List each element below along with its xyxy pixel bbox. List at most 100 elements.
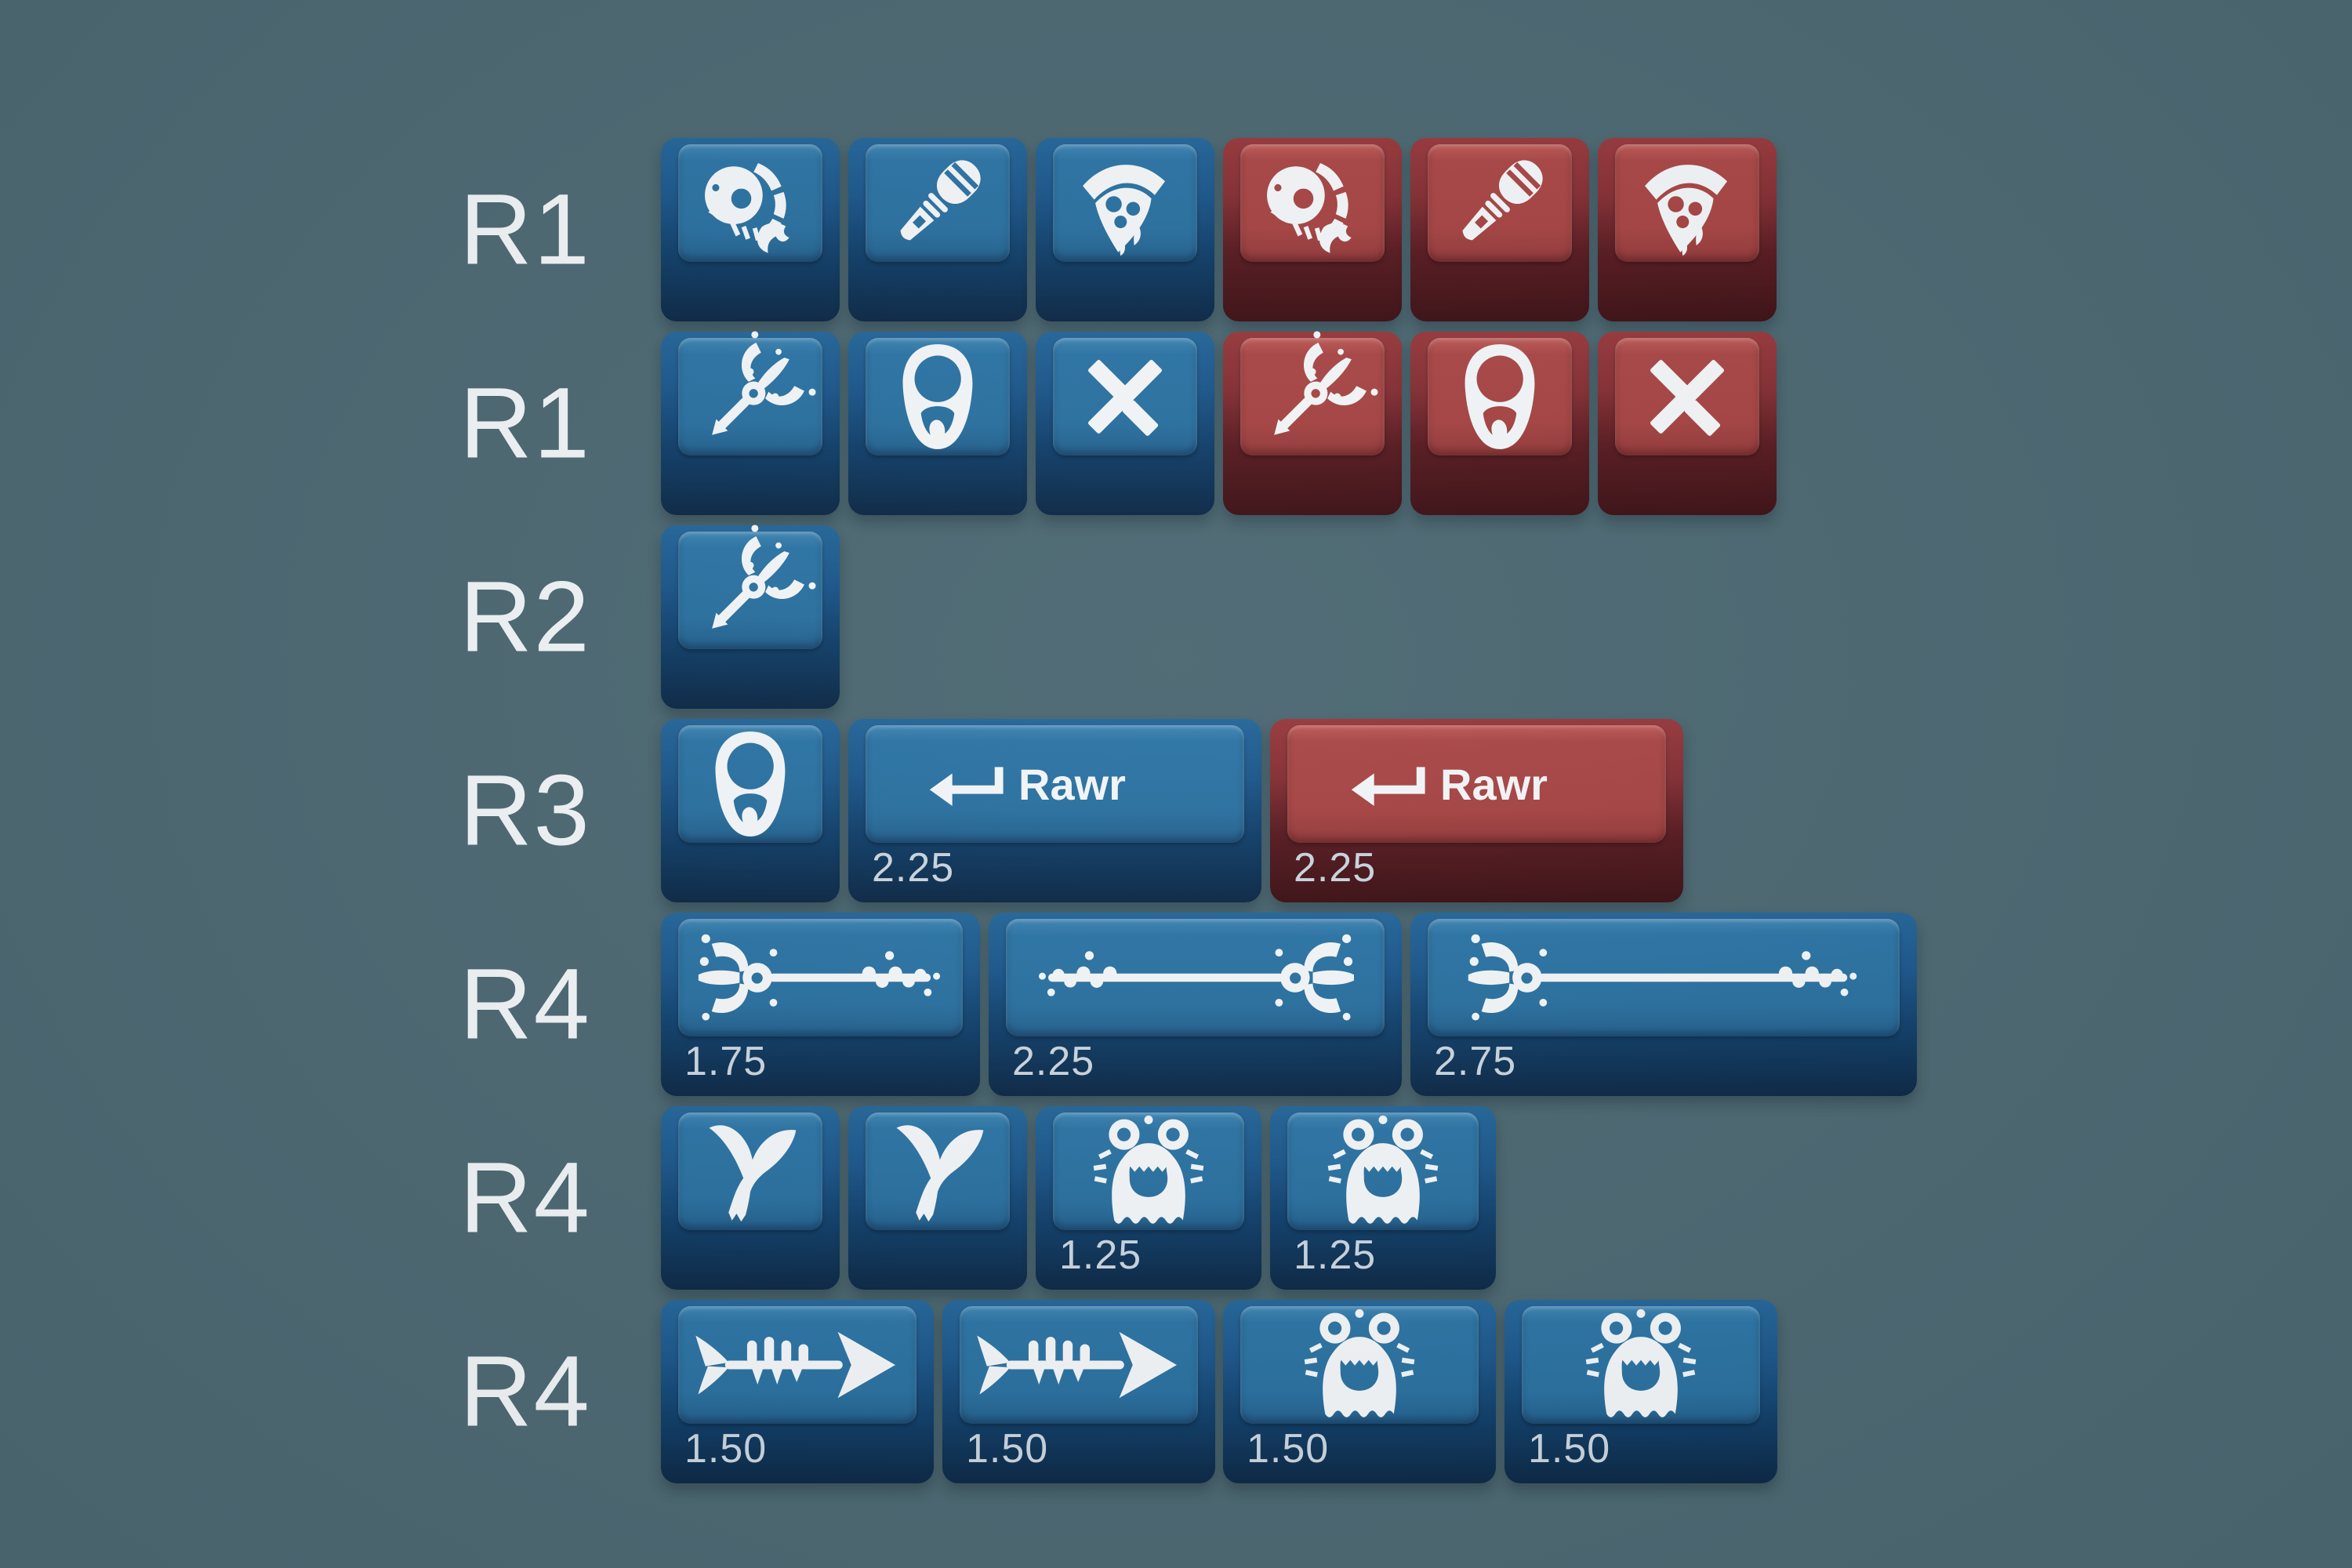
- keycap-top-face: Rawr: [1287, 725, 1666, 843]
- keycap-top-face: [678, 144, 822, 262]
- key-size-label: 2.25: [1294, 845, 1377, 891]
- keycap: 2.25: [989, 913, 1402, 1096]
- keycap-top-face: [1522, 1306, 1760, 1424]
- key-size-label: 2.25: [872, 845, 955, 891]
- keycap: [661, 331, 840, 515]
- whale-tail-icon: [695, 1116, 805, 1226]
- keycap-top-face: [1240, 331, 1385, 456]
- keycap: 2.75: [1410, 913, 1917, 1096]
- keycap: 1.50: [661, 1300, 934, 1483]
- key-size-label: 1.50: [1528, 1426, 1611, 1472]
- keycap: Rawr 2.25: [848, 719, 1261, 902]
- row-label: R3: [459, 754, 591, 867]
- key-size-label: 2.75: [1434, 1039, 1517, 1084]
- keycap-top-face: [1428, 919, 1900, 1036]
- cross-icon: [1635, 345, 1739, 448]
- keycap-top-face: [678, 1112, 822, 1230]
- pull-tab-icon: [880, 339, 995, 454]
- trident-splash-icon: [694, 331, 816, 453]
- microphone-icon: [883, 148, 993, 258]
- row-label: R4: [459, 1335, 591, 1448]
- key-size-label: 1.75: [684, 1039, 768, 1084]
- enter-key-label: Rawr: [1018, 759, 1126, 809]
- shrimp-icon: [697, 150, 804, 256]
- key-size-label: 1.25: [1059, 1232, 1142, 1278]
- keycap-top-face: [678, 1306, 916, 1424]
- keycap-top-face: [1053, 144, 1197, 262]
- keycap-top-face: [678, 331, 822, 456]
- monster-icon: [1582, 1306, 1700, 1424]
- keycap: [661, 524, 840, 709]
- key-size-label: 2.25: [1012, 1039, 1095, 1084]
- keycap-top-face: [1287, 1112, 1479, 1230]
- spear-long-icon: [1465, 931, 1862, 1025]
- keycap-top-face: [1428, 338, 1572, 456]
- keycap: [661, 138, 840, 321]
- key-size-label: 1.50: [684, 1426, 768, 1472]
- keycap: [1410, 138, 1589, 321]
- keycap-top-face: [1428, 144, 1572, 262]
- pull-tab-icon: [693, 727, 808, 841]
- keycap: 1.50: [942, 1300, 1215, 1483]
- row-label: R1: [459, 173, 591, 286]
- spear-left-icon: [695, 931, 946, 1025]
- keycap: [661, 719, 840, 902]
- keycap: [1598, 332, 1777, 515]
- keycap: [1410, 332, 1589, 515]
- monster-icon: [1301, 1306, 1418, 1424]
- keycap: [848, 138, 1027, 321]
- keycap: [1036, 138, 1214, 321]
- keycap: [661, 1106, 840, 1290]
- row-label: R1: [459, 367, 591, 480]
- keycap-top-face: [1240, 1306, 1479, 1424]
- spear-right-icon: [1033, 931, 1357, 1025]
- keycap-top-face: [1615, 144, 1759, 262]
- row-label: R4: [459, 948, 591, 1061]
- key-size-label: 1.50: [966, 1426, 1049, 1472]
- cross-icon: [1073, 345, 1177, 448]
- keycap-top-face: [1053, 1112, 1244, 1230]
- pizza-icon: [1070, 148, 1180, 258]
- keycap: [848, 1106, 1027, 1290]
- enter-key-label: Rawr: [1440, 759, 1548, 809]
- keycap: 1.25: [1036, 1106, 1261, 1290]
- keycap: [1223, 138, 1402, 321]
- trident-splash-icon: [1256, 331, 1378, 453]
- keycap-top-face: [960, 1306, 1198, 1424]
- keycap: 1.50: [1504, 1300, 1777, 1483]
- fishbone-arrow-icon: [975, 1326, 1183, 1404]
- keycap: [1223, 331, 1402, 515]
- return-arrow-icon: [928, 761, 1007, 807]
- keycap-top-face: [1240, 144, 1385, 262]
- keycap-top-face: [678, 919, 963, 1036]
- keycap: 1.25: [1270, 1106, 1496, 1290]
- key-size-label: 1.50: [1247, 1426, 1330, 1472]
- keycap-top-face: [678, 524, 822, 649]
- keycap-top-face: [1006, 919, 1385, 1036]
- shrimp-icon: [1259, 150, 1366, 256]
- keycap: Rawr 2.25: [1270, 719, 1683, 902]
- pull-tab-icon: [1443, 339, 1557, 454]
- keycap: 1.75: [661, 913, 980, 1096]
- monster-icon: [1090, 1112, 1207, 1230]
- keycap-top-face: [866, 1112, 1010, 1230]
- monster-icon: [1324, 1112, 1442, 1230]
- keycap-top-face: [1615, 338, 1759, 456]
- whale-tail-icon: [883, 1116, 993, 1226]
- microphone-icon: [1445, 148, 1555, 258]
- keycap: [1598, 138, 1777, 321]
- keycap-top-face: [678, 725, 822, 843]
- keycap: [1036, 332, 1214, 515]
- return-arrow-icon: [1350, 761, 1429, 807]
- key-size-label: 1.25: [1294, 1232, 1377, 1278]
- keycap: [848, 332, 1027, 515]
- row-label: R2: [459, 561, 591, 673]
- keycap-top-face: [866, 144, 1010, 262]
- row-label: R4: [459, 1142, 591, 1254]
- keycap-top-face: [866, 338, 1010, 456]
- trident-splash-icon: [694, 524, 816, 647]
- keycap: 1.50: [1223, 1300, 1496, 1483]
- fishbone-arrow-icon: [693, 1326, 902, 1404]
- pizza-icon: [1632, 148, 1742, 258]
